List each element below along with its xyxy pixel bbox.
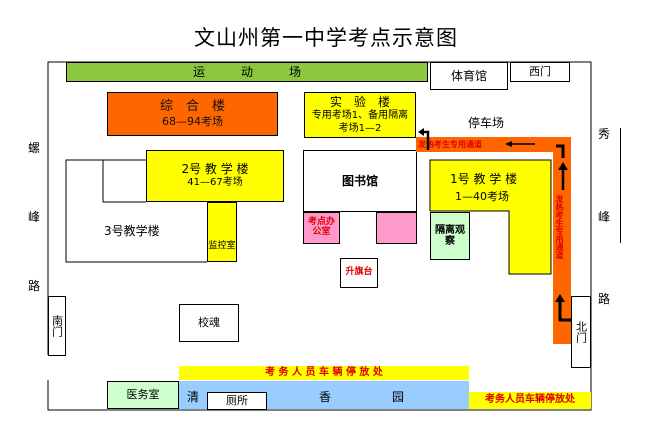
road-right-label: 秀 峰 路 xyxy=(598,127,611,306)
clinic: 医务室 xyxy=(107,381,179,409)
road-left-label: 螺 峰 路 xyxy=(28,141,41,293)
building-1-rooms: 1—40考场 xyxy=(455,190,509,203)
garden-char-qing: 清 xyxy=(187,390,200,404)
map-title: 文山州第一中学考点示意图 xyxy=(194,26,458,50)
library-annex xyxy=(376,212,417,244)
south-gate: 南门 xyxy=(48,296,66,356)
staff-parking-outer: 考务人员车辆停放处 xyxy=(469,392,591,409)
fever-channel-vertical: 发热考生专用通道 xyxy=(555,195,564,259)
flagpole: 升旗台 xyxy=(340,258,378,288)
building-2-name: 2号 教 学 楼 xyxy=(181,162,249,177)
shiyan-rooms: 专用考场1、备用隔离考场1—2 xyxy=(311,110,409,134)
shiyan-building: 实 验 楼 专用考场1、备用隔离考场1—2 xyxy=(304,92,416,138)
exam-office: 考点办公室 xyxy=(303,212,340,244)
parking-lot-label: 停车场 xyxy=(468,116,505,130)
library: 图书馆 xyxy=(303,150,417,212)
building-1-name: 1号 教 学 楼 xyxy=(450,172,518,186)
north-gate: 北门 xyxy=(571,296,591,368)
building-2: 2号 教 学 楼 41—67考场 xyxy=(146,150,284,202)
fever-channel-horizontal: 发热考生专用通道 xyxy=(418,140,482,149)
shiyan-name: 实 验 楼 xyxy=(329,95,390,109)
west-gate: 西门 xyxy=(510,62,570,82)
school-soul-statue: 校魂 xyxy=(179,304,239,342)
zonghe-building: 综 合 楼 68—94考场 xyxy=(107,92,278,136)
building-2-rooms: 41—67考场 xyxy=(187,177,243,189)
road-right-line xyxy=(620,128,621,243)
garden-char-xiang: 香 xyxy=(319,390,332,404)
toilet: 厕所 xyxy=(207,392,267,410)
monitor-room: 监控室 xyxy=(207,202,237,262)
sports-field: 运 动 场 xyxy=(66,62,428,82)
building-3-label: 3号教学楼 xyxy=(104,224,160,238)
isolation-room: 隔离观察 xyxy=(430,212,470,260)
zonghe-rooms: 68—94考场 xyxy=(162,115,223,129)
garden-char-yuan: 园 xyxy=(392,390,405,404)
gym: 体育馆 xyxy=(430,62,508,90)
staff-parking-inner: 考 务 人 员 车 辆 停 放 处 xyxy=(179,366,469,380)
zonghe-name: 综 合 楼 xyxy=(159,99,225,114)
